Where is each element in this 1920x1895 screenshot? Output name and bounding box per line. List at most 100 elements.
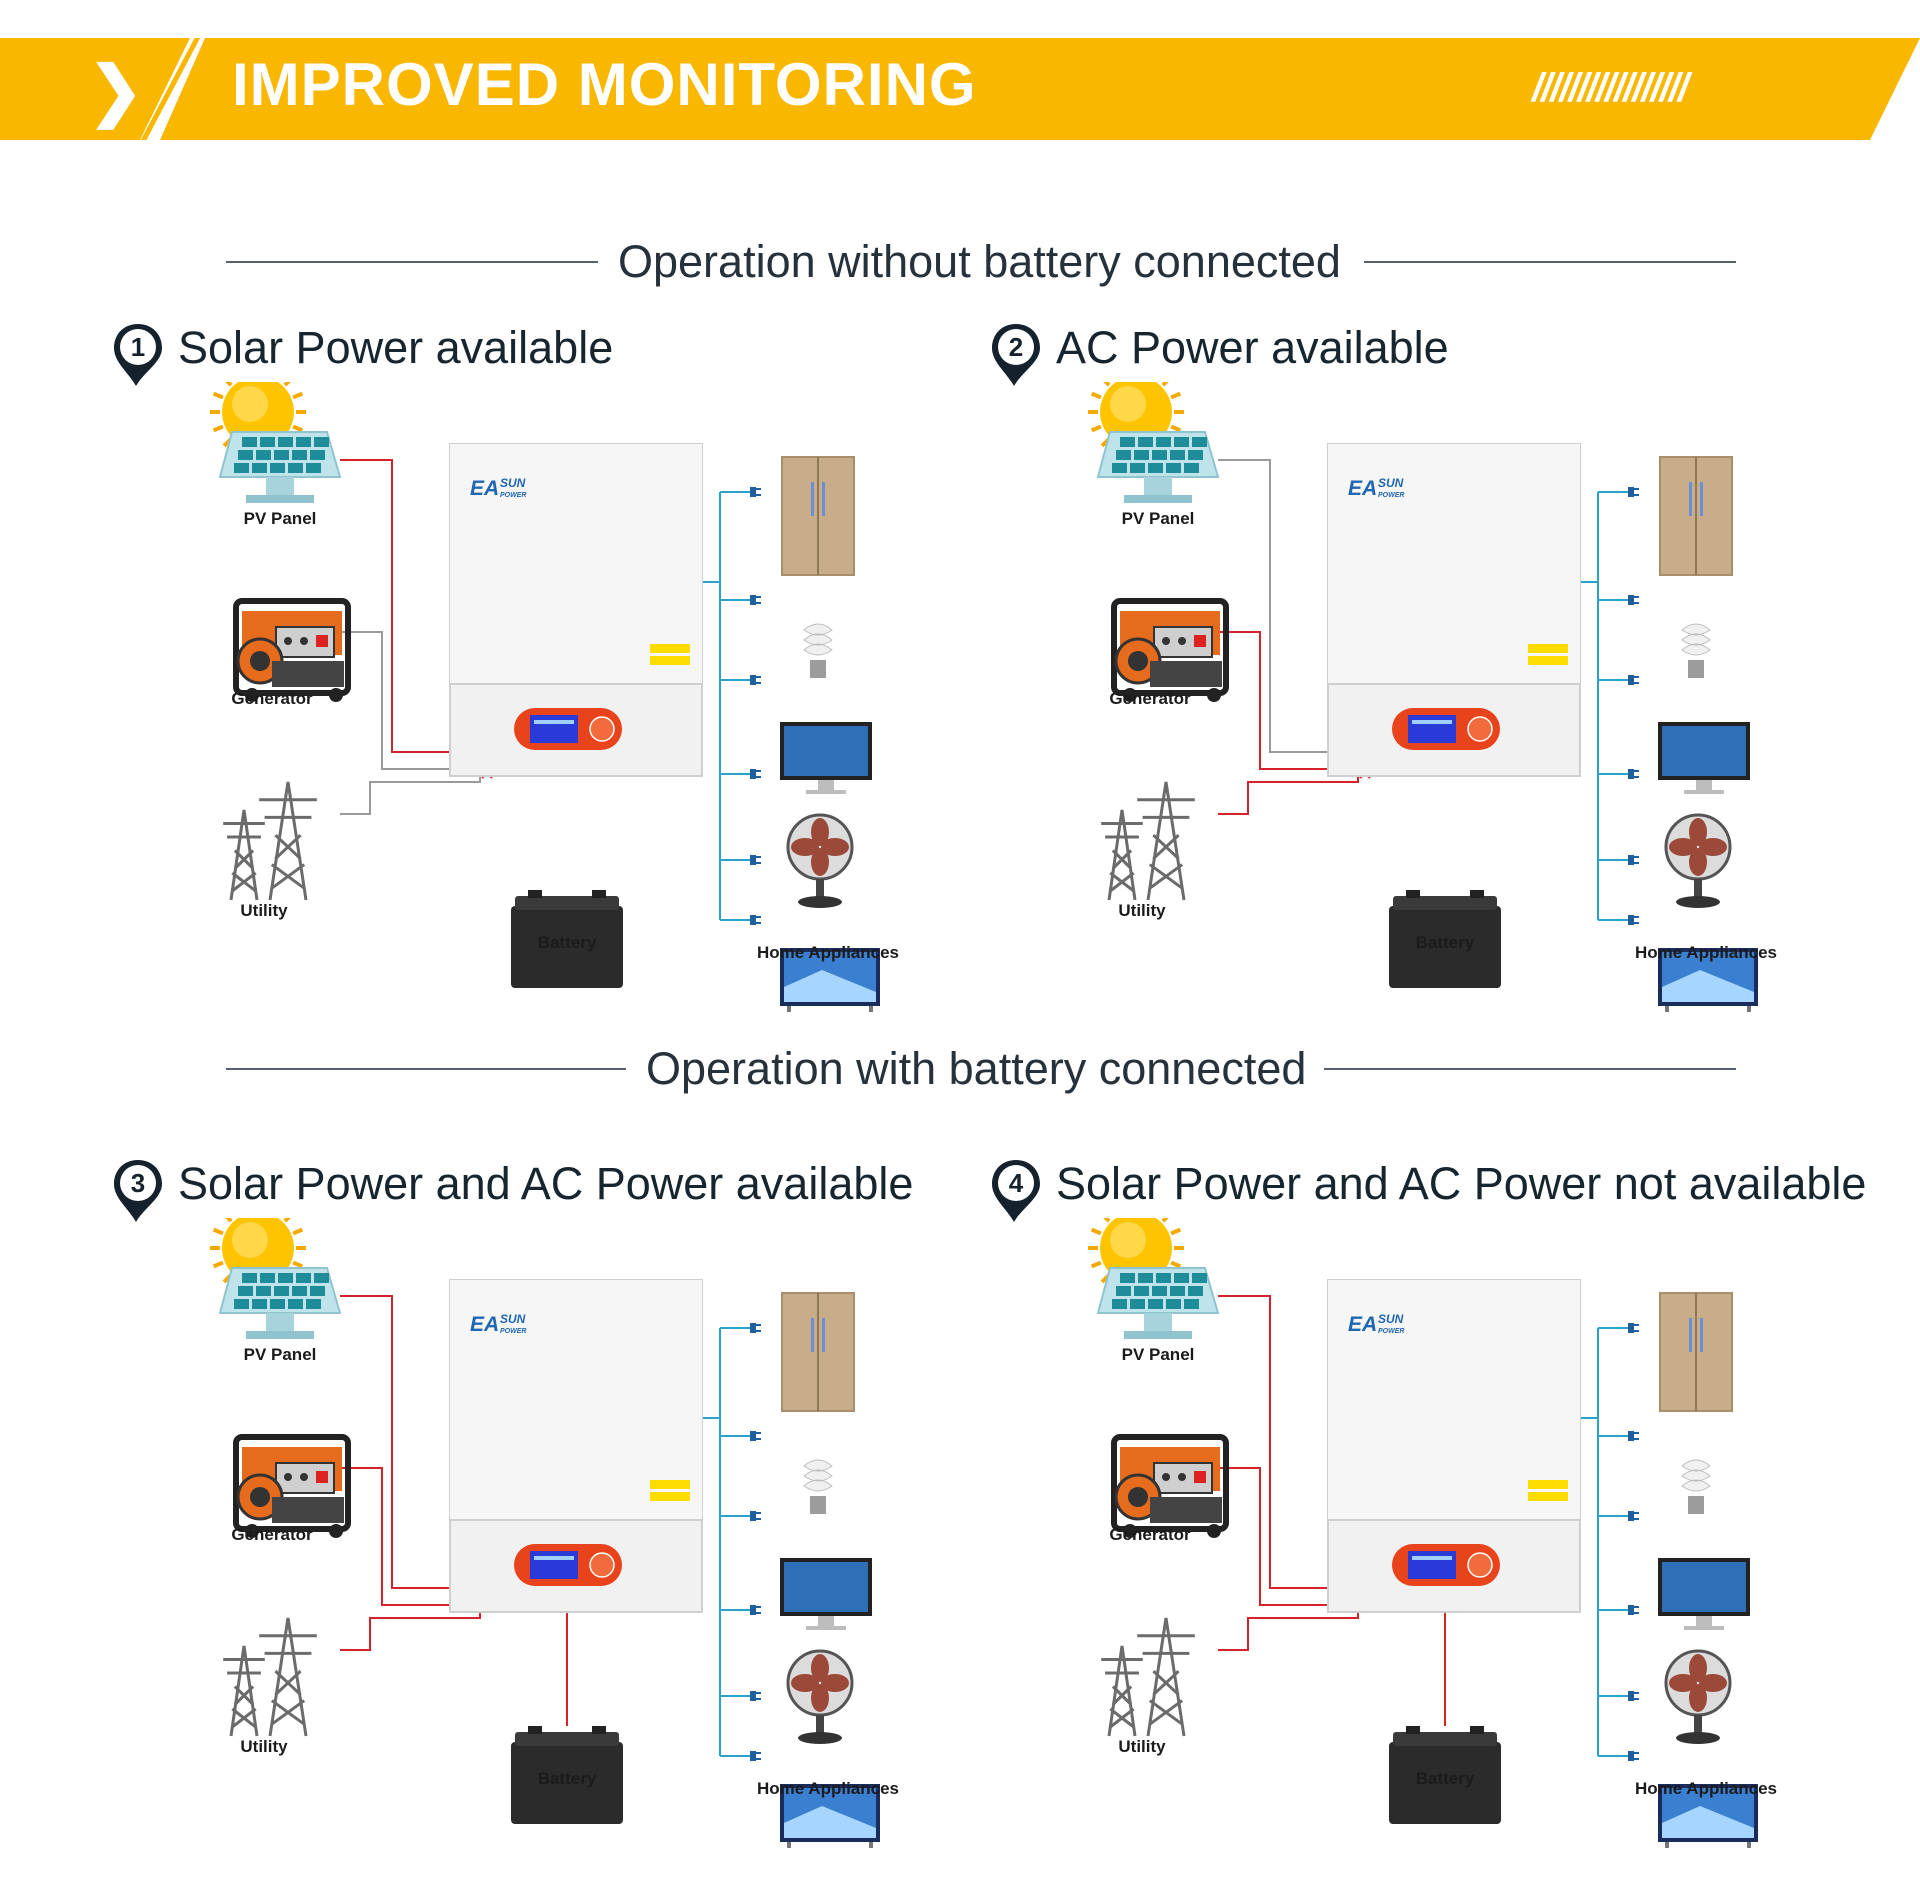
plug-icon xyxy=(750,1751,761,1761)
battery-icon xyxy=(1389,1726,1501,1824)
tv-icon xyxy=(780,948,880,1012)
brand-logo: EA xyxy=(1348,477,1377,500)
fan-icon xyxy=(1664,1649,1732,1744)
label-utility: Utility xyxy=(1118,901,1166,920)
power-flow-diagram: EA SUN POWER PV PanelGeneratorUtilityBat… xyxy=(1088,1218,1777,1848)
inverter-icon: EA SUN POWER xyxy=(449,1279,703,1613)
power-tower-icon xyxy=(1101,781,1195,901)
plug-icon xyxy=(1628,1691,1639,1701)
plug-icon xyxy=(750,595,761,605)
map-marker-icon: 2 xyxy=(992,324,1040,386)
plug-icon xyxy=(750,675,761,685)
battery-icon xyxy=(1389,890,1501,988)
plug-icon xyxy=(750,1691,761,1701)
power-tower-icon xyxy=(223,1617,317,1737)
monitor-icon xyxy=(780,722,872,794)
panel-heading: Solar Power and AC Power available xyxy=(178,1158,914,1209)
tv-icon xyxy=(1658,948,1758,1012)
label-battery: Battery xyxy=(538,933,597,952)
refrigerator-icon xyxy=(1659,456,1733,576)
svg-text:POWER: POWER xyxy=(500,492,526,499)
label-pv: PV Panel xyxy=(1122,509,1195,528)
inverter-icon: EA SUN POWER xyxy=(449,443,703,777)
bulb-icon xyxy=(1681,1459,1711,1514)
plug-icon xyxy=(1628,1431,1639,1441)
panel-number: 3 xyxy=(131,1168,145,1198)
panel-number: 1 xyxy=(131,332,145,362)
divider-line xyxy=(226,1068,626,1070)
svg-text:POWER: POWER xyxy=(1378,1328,1404,1335)
brand-logo: EA xyxy=(1348,1313,1377,1336)
output-bus xyxy=(1580,1323,1639,1761)
output-bus xyxy=(702,1323,761,1761)
refrigerator-icon xyxy=(781,1292,855,1412)
monitor-icon xyxy=(780,1558,872,1630)
bulb-icon xyxy=(803,623,833,678)
chevron-icon: ❯ xyxy=(88,53,144,127)
plug-icon xyxy=(1628,1511,1639,1521)
panel-heading: Solar Power and AC Power not available xyxy=(1056,1158,1867,1209)
plug-icon xyxy=(750,1605,761,1615)
label-battery: Battery xyxy=(1416,933,1475,952)
brand-logo: EA xyxy=(470,1313,499,1336)
brand-logo: EA xyxy=(470,477,499,500)
power-flow-diagram: EA SUN POWER PV PanelGeneratorUtilityBat… xyxy=(1088,382,1777,1012)
panel-3: 3 Solar Power and AC Power available xyxy=(112,1158,992,1878)
inverter-icon: EA SUN POWER xyxy=(1327,1279,1581,1613)
plug-icon xyxy=(1628,1751,1639,1761)
svg-text:SUN: SUN xyxy=(1378,1312,1404,1326)
svg-text:SUN: SUN xyxy=(1378,476,1404,490)
solar-panel-icon xyxy=(1096,1267,1220,1339)
label-home: Home Appliances xyxy=(1635,1779,1777,1798)
label-generator: Generator xyxy=(231,689,313,708)
fan-icon xyxy=(1664,813,1732,908)
plug-icon xyxy=(750,855,761,865)
banner-title: IMPROVED MONITORING xyxy=(232,51,977,118)
divider-line xyxy=(1364,261,1736,263)
battery-icon xyxy=(511,1726,623,1824)
tv-icon xyxy=(1658,1784,1758,1848)
power-tower-icon xyxy=(223,781,317,901)
label-battery: Battery xyxy=(538,1769,597,1788)
label-home: Home Appliances xyxy=(757,943,899,962)
refrigerator-icon xyxy=(781,456,855,576)
fan-icon xyxy=(786,813,854,908)
panel-1: 1 Solar Power available xyxy=(112,322,992,1042)
monitor-icon xyxy=(1658,1558,1750,1630)
bulb-icon xyxy=(1681,623,1711,678)
plug-icon xyxy=(750,1511,761,1521)
label-generator: Generator xyxy=(1109,1525,1191,1544)
panel-2: 2 AC Power available xyxy=(990,322,1870,1042)
power-flow-diagram: EA SUN POWER PV PanelGeneratorUtilityBat… xyxy=(210,382,899,1012)
svg-text:POWER: POWER xyxy=(1378,492,1404,499)
power-flow-diagram: EA SUN POWER PV PanelGeneratorUtilityBat… xyxy=(210,1218,899,1848)
plug-icon xyxy=(750,1323,761,1333)
section-title-with-battery: Operation with battery connected xyxy=(646,1043,1307,1094)
svg-text:SUN: SUN xyxy=(500,476,526,490)
label-battery: Battery xyxy=(1416,1769,1475,1788)
generator-icon xyxy=(233,1434,351,1538)
panel-heading: Solar Power available xyxy=(178,322,614,373)
banner-shape xyxy=(0,12,1920,164)
tv-icon xyxy=(780,1784,880,1848)
plug-icon xyxy=(1628,487,1639,497)
panel-heading: AC Power available xyxy=(1056,322,1449,373)
header-banner xyxy=(0,12,1920,164)
plug-icon xyxy=(1628,1323,1639,1333)
svg-text:SUN: SUN xyxy=(500,1312,526,1326)
label-home: Home Appliances xyxy=(757,1779,899,1798)
monitor-icon xyxy=(1658,722,1750,794)
plug-icon xyxy=(1628,675,1639,685)
label-utility: Utility xyxy=(240,901,288,920)
fan-icon xyxy=(786,1649,854,1744)
svg-text:POWER: POWER xyxy=(500,1328,526,1335)
plug-icon xyxy=(1628,769,1639,779)
plug-icon xyxy=(750,769,761,779)
map-marker-icon: 1 xyxy=(114,324,162,386)
plug-icon xyxy=(750,1431,761,1441)
label-pv: PV Panel xyxy=(1122,1345,1195,1364)
plug-icon xyxy=(1628,855,1639,865)
power-tower-icon xyxy=(1101,1617,1195,1737)
panel-number: 4 xyxy=(1009,1168,1024,1198)
section-title-without-battery: Operation without battery connected xyxy=(618,236,1341,287)
